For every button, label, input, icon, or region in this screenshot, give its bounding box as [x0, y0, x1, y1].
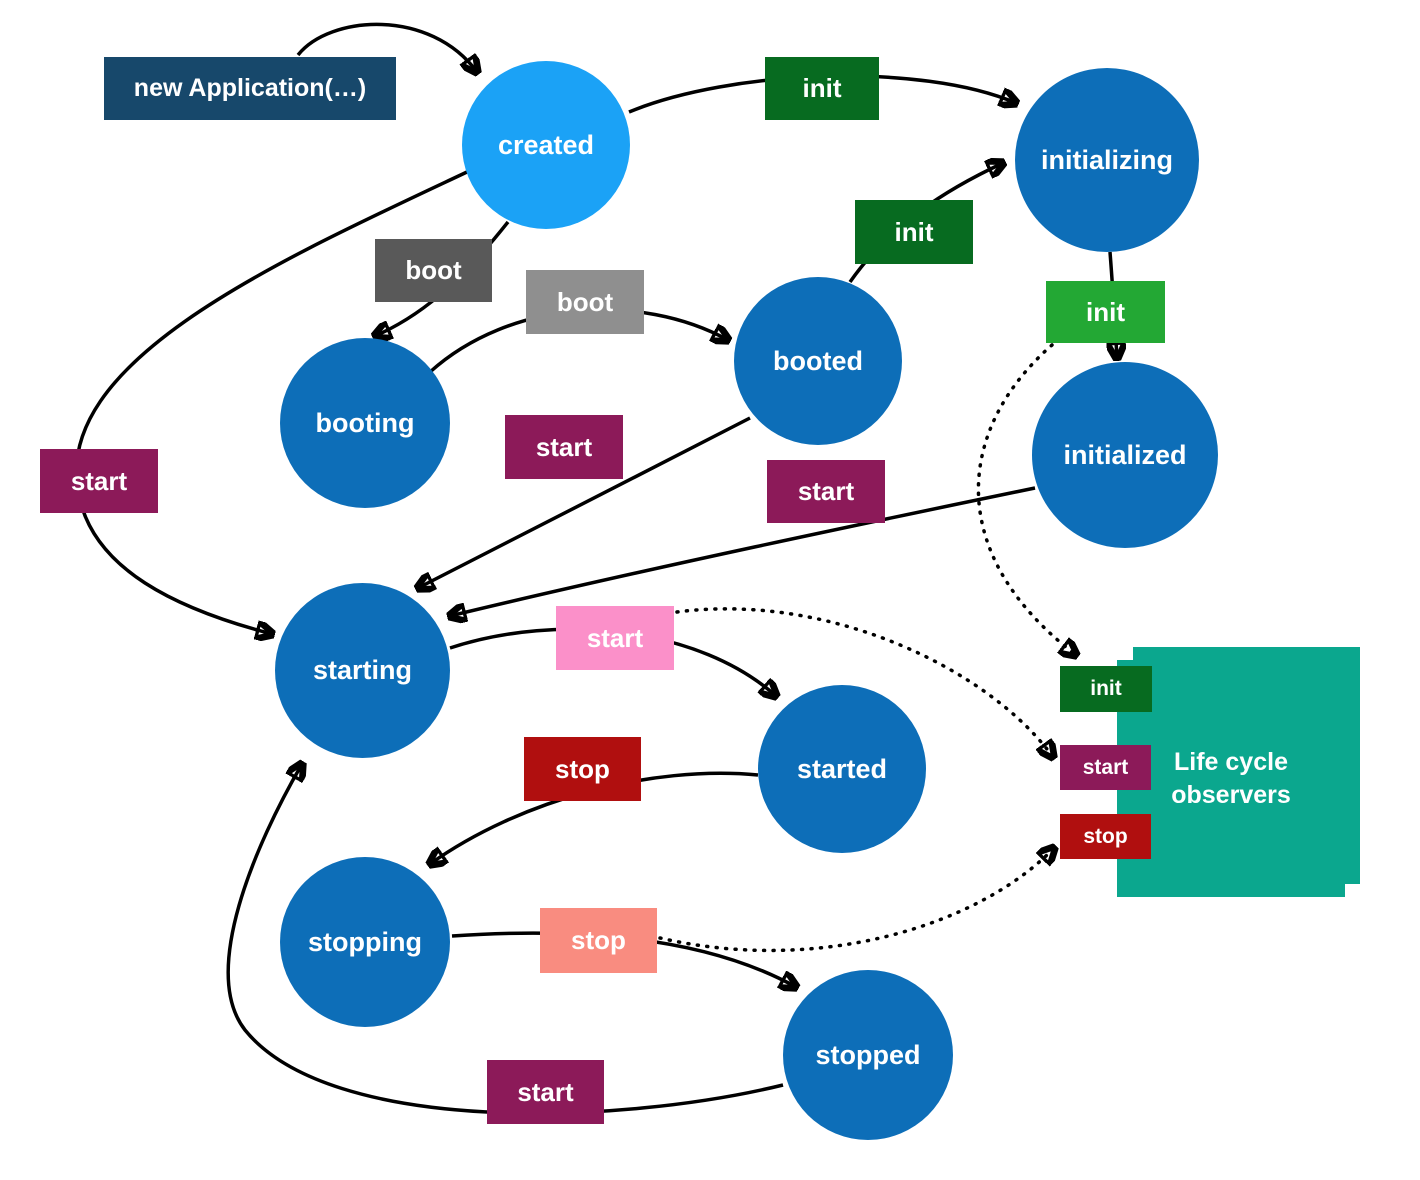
new-application-box: new Application(…): [104, 57, 396, 120]
boot-label-booting-booted: boot: [526, 270, 644, 334]
edge-created-to-starting: [74, 170, 468, 634]
state-node-starting: starting: [275, 583, 450, 758]
state-node-initialized: initialized: [1032, 362, 1218, 548]
init-label-initializing-initialized: init: [1046, 281, 1165, 343]
start-label-initialized-starting: start: [767, 460, 885, 523]
state-node-booted: booted: [734, 277, 902, 445]
edge-start-to-observers: [675, 607, 1053, 757]
state-node-initializing: initializing: [1015, 68, 1199, 252]
observer-init-label: init: [1060, 666, 1152, 712]
state-node-created: created: [462, 61, 630, 229]
stop-label-stopping-stopped: stop: [540, 908, 657, 973]
stop-label-started-stopping: stop: [524, 737, 641, 801]
start-label-stopped-starting: start: [487, 1060, 604, 1124]
start-label-starting-started: start: [556, 606, 674, 670]
init-label-booted-initializing: init: [855, 200, 973, 264]
edge-stopped-to-starting: [226, 764, 784, 1115]
edge-booted-to-starting: [418, 416, 751, 588]
start-label-booted-starting: start: [505, 415, 623, 479]
edge-stop-to-observers: [658, 848, 1054, 953]
start-label-created-starting: start: [40, 449, 158, 513]
edge-initialized-to-starting: [450, 486, 1036, 616]
observer-start-label: start: [1060, 745, 1151, 790]
init-label-created-initializing: init: [765, 57, 879, 120]
state-node-stopping: stopping: [280, 857, 450, 1027]
state-node-booting: booting: [280, 338, 450, 508]
state-node-stopped: stopped: [783, 970, 953, 1140]
boot-label-created-booting: boot: [375, 239, 492, 302]
observers-box: Life cycle observers: [1117, 660, 1345, 897]
observer-stop-label: stop: [1060, 814, 1151, 859]
edge-init-to-observers: [976, 343, 1076, 655]
state-node-started: started: [758, 685, 926, 853]
edge-new-application-to-created: [296, 22, 477, 72]
observers-label: Life cycle observers: [1171, 747, 1291, 809]
